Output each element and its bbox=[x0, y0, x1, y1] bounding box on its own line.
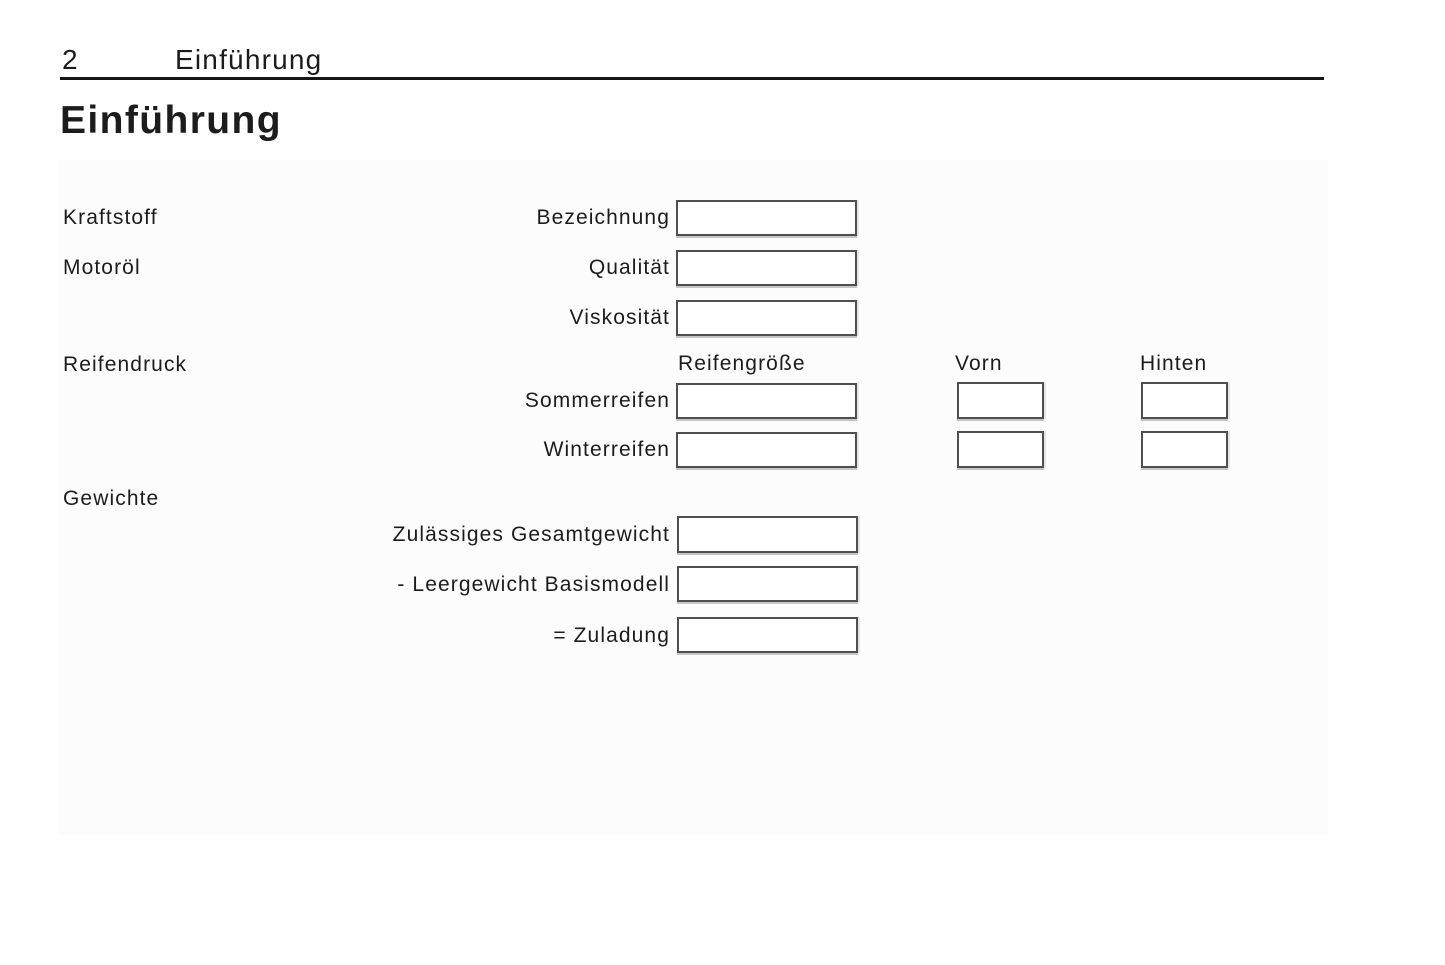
field-label-gesamtgewicht: Zulässiges Gesamtgewicht bbox=[392, 523, 670, 546]
winterreifen-size-input[interactable] bbox=[676, 432, 857, 468]
field-label-winterreifen: Winterreifen bbox=[543, 438, 670, 461]
sommerreifen-front-input[interactable] bbox=[957, 382, 1044, 419]
tire-size-column-header: Reifengröße bbox=[678, 352, 806, 375]
page-title: Einführung bbox=[60, 99, 282, 142]
field-label-sommerreifen: Sommerreifen bbox=[524, 389, 670, 412]
section-label-motoroel: Motoröl bbox=[63, 256, 141, 279]
rear-column-header: Hinten bbox=[1140, 352, 1208, 375]
header-rule-divider bbox=[60, 77, 1324, 80]
gesamtgewicht-input[interactable] bbox=[677, 516, 858, 553]
section-label-kraftstoff: Kraftstoff bbox=[63, 206, 158, 229]
field-label-qualitaet: Qualität bbox=[588, 256, 670, 279]
sommerreifen-rear-input[interactable] bbox=[1141, 382, 1228, 419]
winterreifen-front-input[interactable] bbox=[957, 431, 1044, 468]
zuladung-input[interactable] bbox=[677, 617, 858, 653]
section-label-reifendruck: Reifendruck bbox=[63, 353, 188, 376]
viskositaet-input[interactable] bbox=[676, 300, 857, 336]
sommerreifen-size-input[interactable] bbox=[676, 383, 857, 419]
front-column-header: Vorn bbox=[955, 352, 1003, 375]
winterreifen-rear-input[interactable] bbox=[1141, 431, 1228, 468]
field-label-leergewicht: - Leergewicht Basismodell bbox=[397, 573, 670, 596]
bezeichnung-input[interactable] bbox=[676, 200, 857, 236]
leergewicht-input[interactable] bbox=[677, 566, 858, 602]
running-header-title: Einführung bbox=[175, 44, 323, 75]
page-number: 2 bbox=[62, 44, 79, 75]
field-label-zuladung: = Zuladung bbox=[553, 624, 670, 647]
section-label-gewichte: Gewichte bbox=[63, 487, 160, 510]
field-label-bezeichnung: Bezeichnung bbox=[536, 206, 670, 229]
qualitaet-input[interactable] bbox=[676, 250, 857, 286]
field-label-viskositaet: Viskosität bbox=[569, 306, 670, 329]
